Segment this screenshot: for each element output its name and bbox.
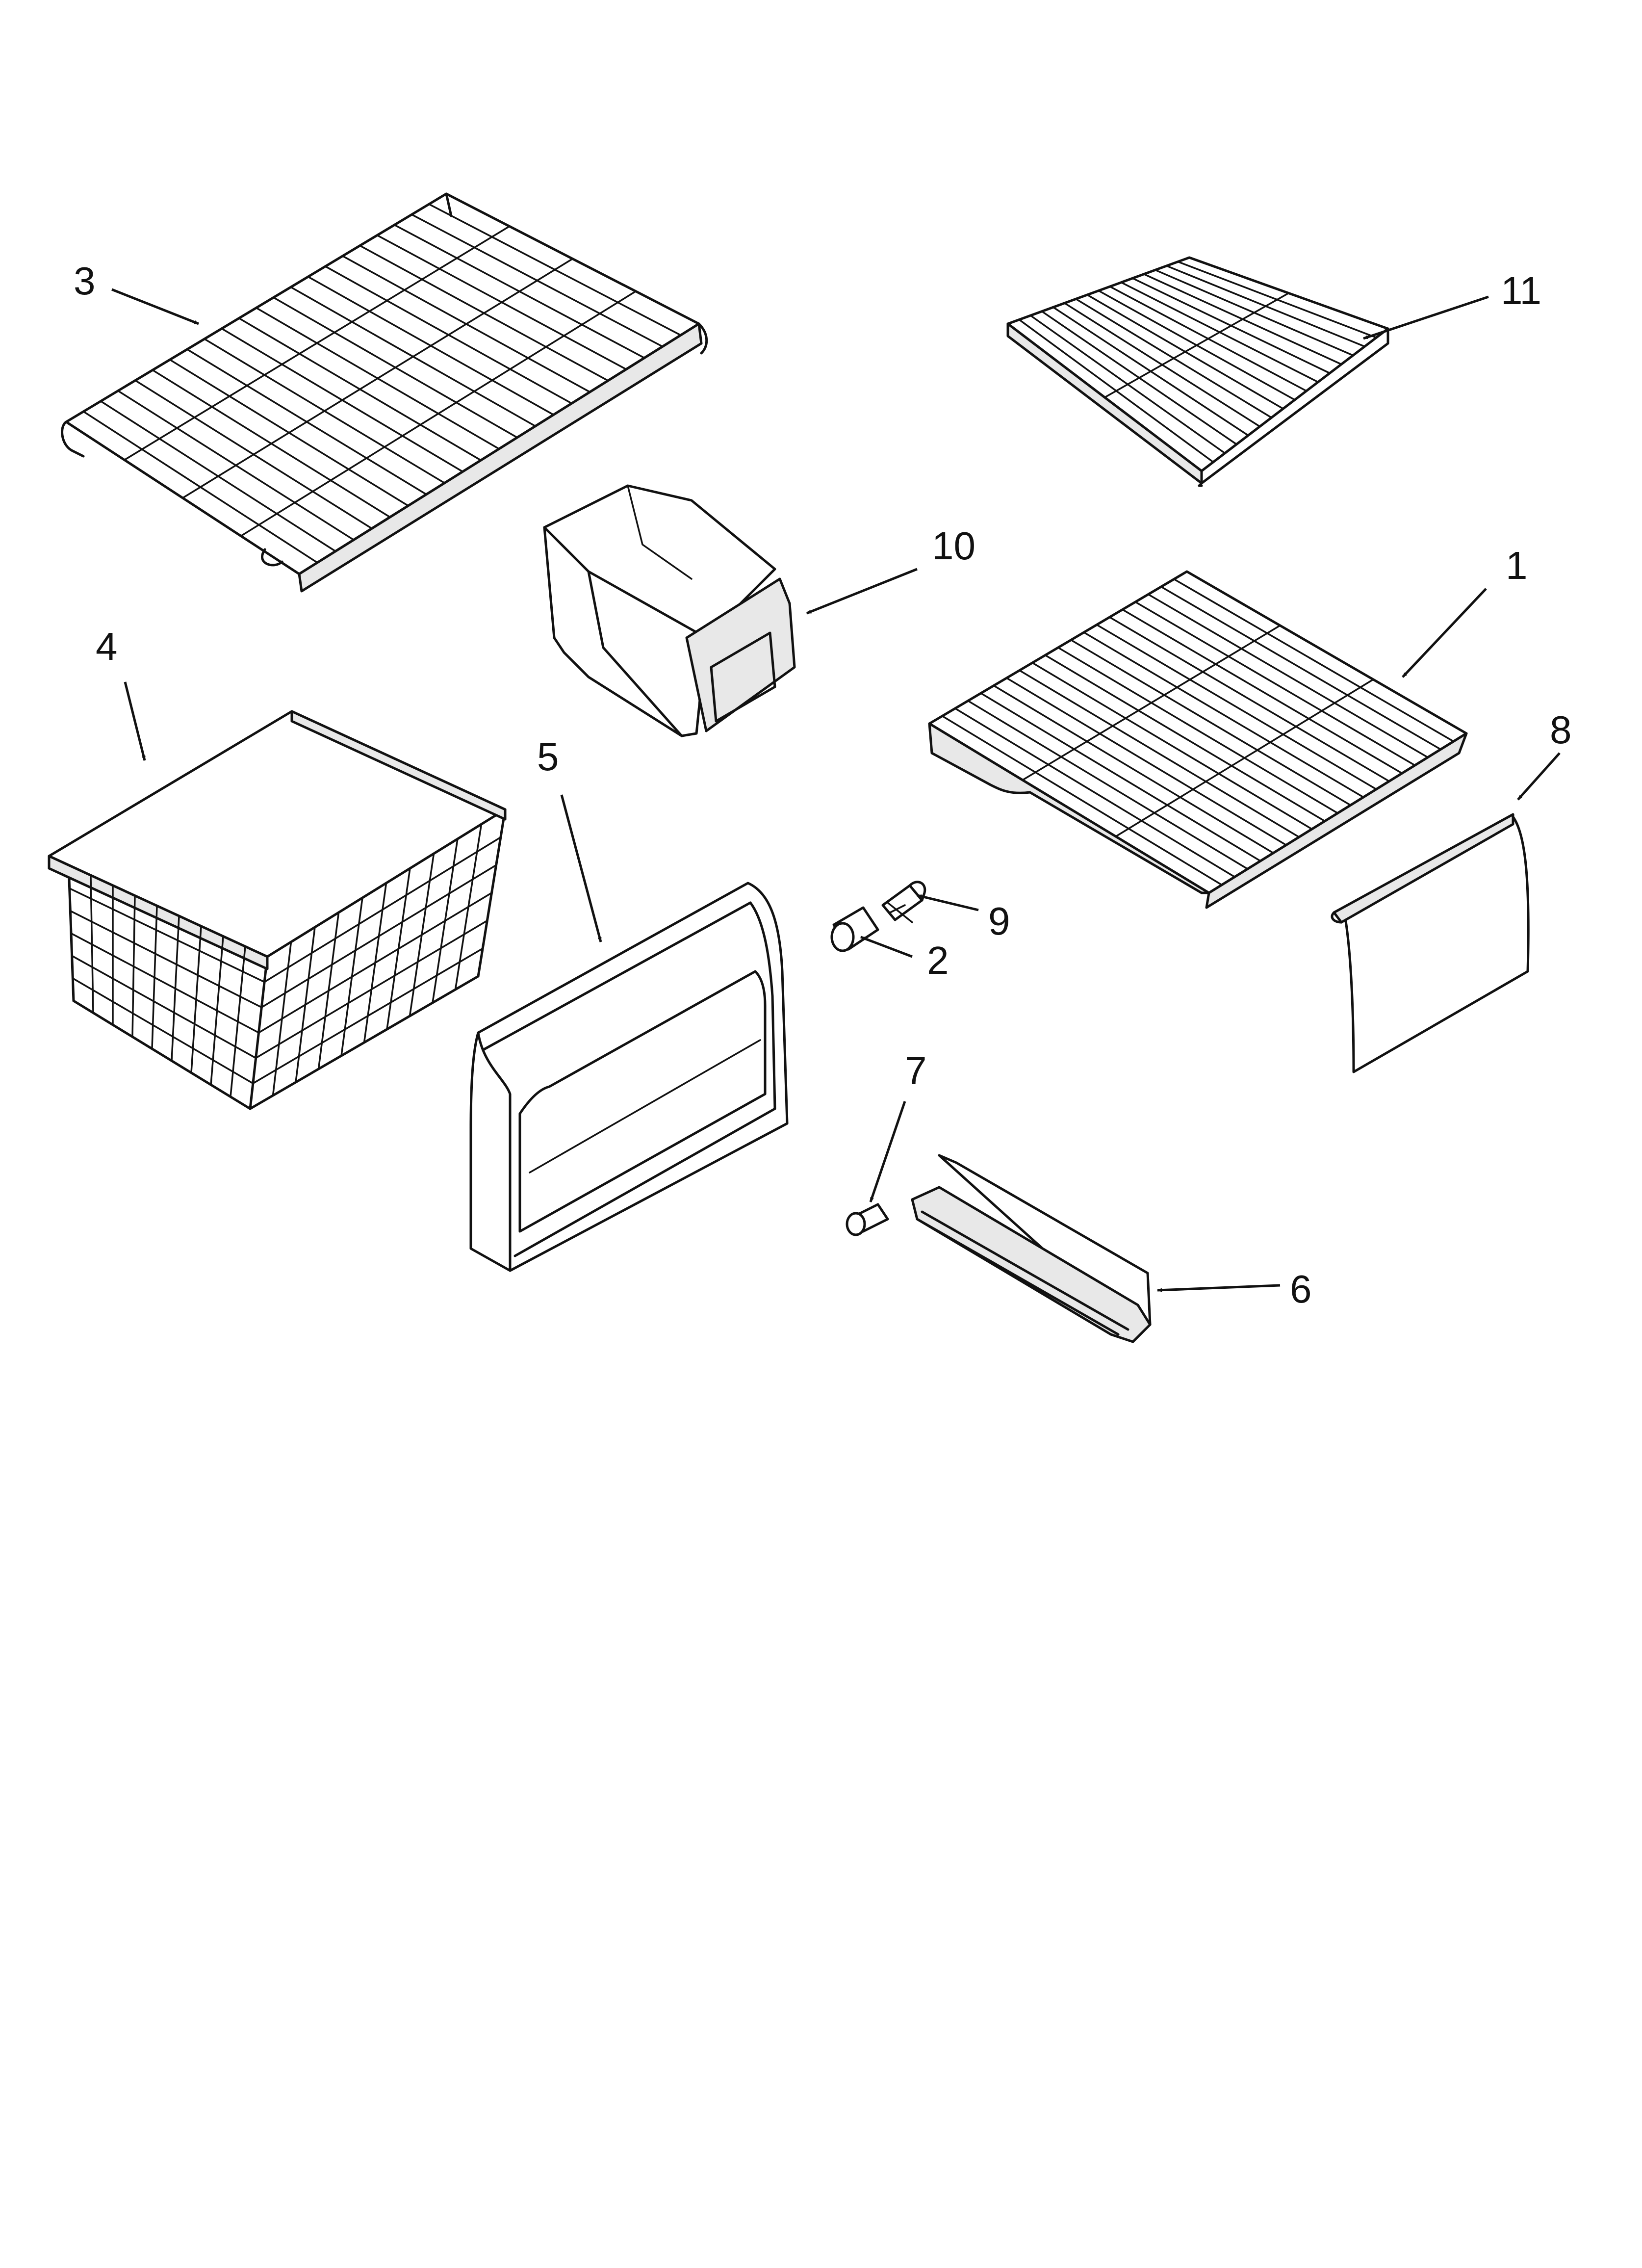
part-6-slide-rail [911,1154,1152,1343]
leader-3 [111,288,199,325]
leader-11 [1363,295,1489,340]
leader-9 [917,894,979,912]
part-10-bin [543,484,796,737]
leader-1 [1402,588,1487,678]
callout-5: 5 [537,735,559,779]
callout-11: 11 [1501,269,1541,313]
part-7-screw [846,1203,889,1236]
part-8-trim [1331,813,1530,1073]
part-2-spacer [830,906,879,952]
leader-7 [869,1101,906,1202]
callout-4: 4 [96,625,118,668]
callout-labels: 3 11 10 1 4 5 8 9 2 7 6 [74,259,1572,1311]
leader-5 [560,794,602,942]
part-3-wire-shelf [61,192,708,593]
part-1-wire-shelf [928,570,1468,909]
leader-6 [1157,1284,1281,1292]
part-11-wire-shelf [1006,256,1389,487]
callout-6: 6 [1290,1267,1312,1311]
part-9-screw [881,881,926,923]
part-4-wire-basket [48,710,507,1110]
leader-4 [124,681,146,761]
leader-10 [806,568,918,615]
callout-10: 10 [932,524,975,568]
leader-8 [1517,752,1561,801]
leader-lines [111,288,1561,1292]
callout-2: 2 [927,938,949,982]
part-5-drawer-front [469,882,789,1272]
callout-3: 3 [74,259,96,303]
callout-9: 9 [988,899,1010,943]
leader-2 [860,936,913,958]
callout-1: 1 [1506,544,1528,587]
callout-8: 8 [1550,708,1572,752]
callout-7: 7 [905,1049,927,1093]
